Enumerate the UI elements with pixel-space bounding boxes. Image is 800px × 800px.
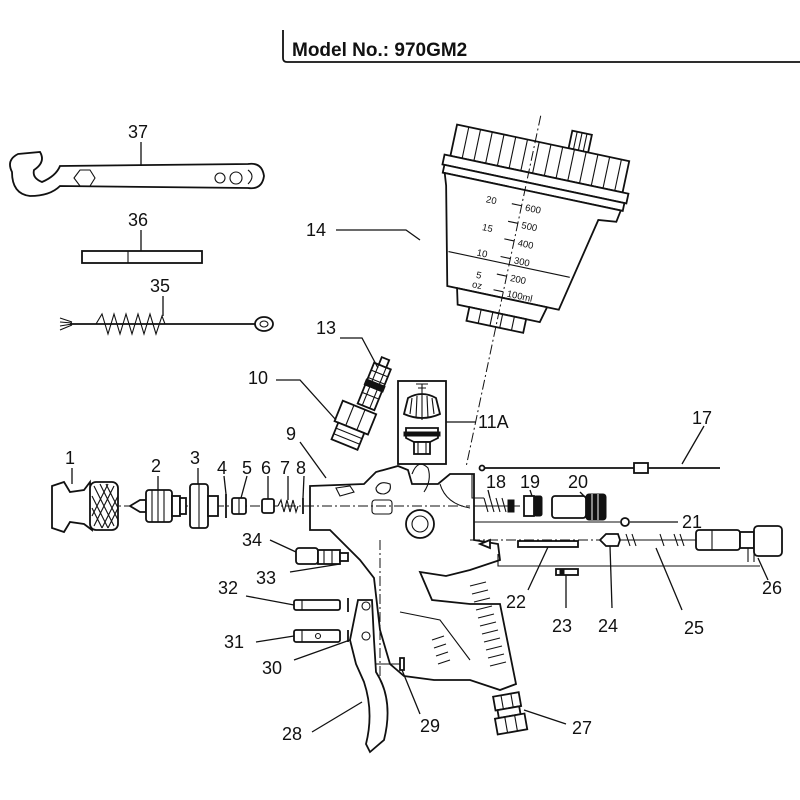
label-31: 31 xyxy=(224,632,244,652)
label-13: 13 xyxy=(316,318,336,338)
cup-adapter-part xyxy=(330,399,378,451)
label-2: 2 xyxy=(151,456,161,476)
label-22: 22 xyxy=(506,592,526,612)
model-title: Model No.: 970GM2 xyxy=(292,40,467,61)
needle-spring-part xyxy=(474,497,520,513)
cup-scale-ml-200: 200 xyxy=(509,273,527,287)
label-10: 10 xyxy=(248,368,268,388)
trigger-pin-part xyxy=(293,629,349,643)
fluid-needle-part xyxy=(478,462,720,474)
label-37: 37 xyxy=(128,122,148,142)
cup-scale-oz-20: 20 xyxy=(485,194,498,207)
label-7: 7 xyxy=(280,458,290,478)
label-35: 35 xyxy=(150,276,170,296)
cup-scale-ml-600: 600 xyxy=(524,203,542,217)
label-18: 18 xyxy=(486,472,506,492)
label-28: 28 xyxy=(282,724,302,744)
label-19: 19 xyxy=(520,472,540,492)
trigger-stud-part xyxy=(293,598,349,612)
seal-part xyxy=(231,497,247,515)
gun-body-part xyxy=(309,463,518,691)
label-11a: 11A xyxy=(478,412,509,432)
label-23: 23 xyxy=(552,616,572,636)
spreader-valve-part xyxy=(295,547,349,565)
label-4: 4 xyxy=(217,458,227,478)
valve-seal-part xyxy=(598,533,621,547)
cup-scale-oz-10: 10 xyxy=(476,248,489,261)
label-5: 5 xyxy=(242,458,252,478)
wrench-part xyxy=(9,151,265,197)
needle-valve-assembly-part xyxy=(397,380,447,465)
air-valve-spring-part xyxy=(622,529,741,551)
label-36: 36 xyxy=(128,210,148,230)
cup-scale-ml-300: 300 xyxy=(513,255,531,269)
cup-scale-oz-15: 15 xyxy=(481,222,494,235)
trigger-screw-part xyxy=(376,657,405,671)
model-header: Model No.: 970GM2 xyxy=(282,30,800,63)
baffle-part xyxy=(189,483,219,529)
cup-filter-part xyxy=(356,355,393,412)
label-6: 6 xyxy=(261,458,271,478)
label-25: 25 xyxy=(684,618,704,638)
label-21: 21 xyxy=(682,512,702,532)
air-regulator-part xyxy=(739,525,783,562)
fluid-adjust-knob-part xyxy=(551,493,607,521)
rod-tool-part xyxy=(81,250,203,264)
trigger-part xyxy=(349,599,389,754)
packing-part xyxy=(261,498,275,514)
label-34: 34 xyxy=(242,530,262,550)
label-3: 3 xyxy=(190,448,200,468)
label-9: 9 xyxy=(286,424,296,444)
spring-part xyxy=(277,498,299,514)
label-24: 24 xyxy=(598,616,618,636)
cup-scale-ml-400: 400 xyxy=(517,238,535,252)
label-27: 27 xyxy=(572,718,592,738)
label-26: 26 xyxy=(762,578,782,598)
label-30: 30 xyxy=(262,658,282,678)
valve-stem-part xyxy=(555,568,579,576)
paint-cup-part: 20 15 10 5 oz 600 500 400 300 200 100ml xyxy=(441,115,631,468)
label-33: 33 xyxy=(256,568,276,588)
label-17: 17 xyxy=(692,408,712,428)
label-14: 14 xyxy=(306,220,326,240)
ball-part xyxy=(474,517,630,527)
label-8: 8 xyxy=(296,458,306,478)
cup-scale-oz-unit: oz xyxy=(471,279,483,292)
fluid-nozzle-part xyxy=(128,489,187,523)
label-20: 20 xyxy=(568,472,588,492)
cup-scale-ml-500: 500 xyxy=(520,220,538,234)
cup-scale-oz-5: 5 xyxy=(475,270,482,282)
air-cap-part xyxy=(51,479,119,534)
label-1: 1 xyxy=(65,448,75,468)
cleaning-brush-part xyxy=(59,312,274,336)
spring-seat-part xyxy=(523,495,543,517)
label-32: 32 xyxy=(218,578,238,598)
cup-scale-ml-100: 100ml xyxy=(506,289,534,305)
label-29: 29 xyxy=(420,716,440,736)
air-inlet-fitting-part xyxy=(492,691,529,736)
